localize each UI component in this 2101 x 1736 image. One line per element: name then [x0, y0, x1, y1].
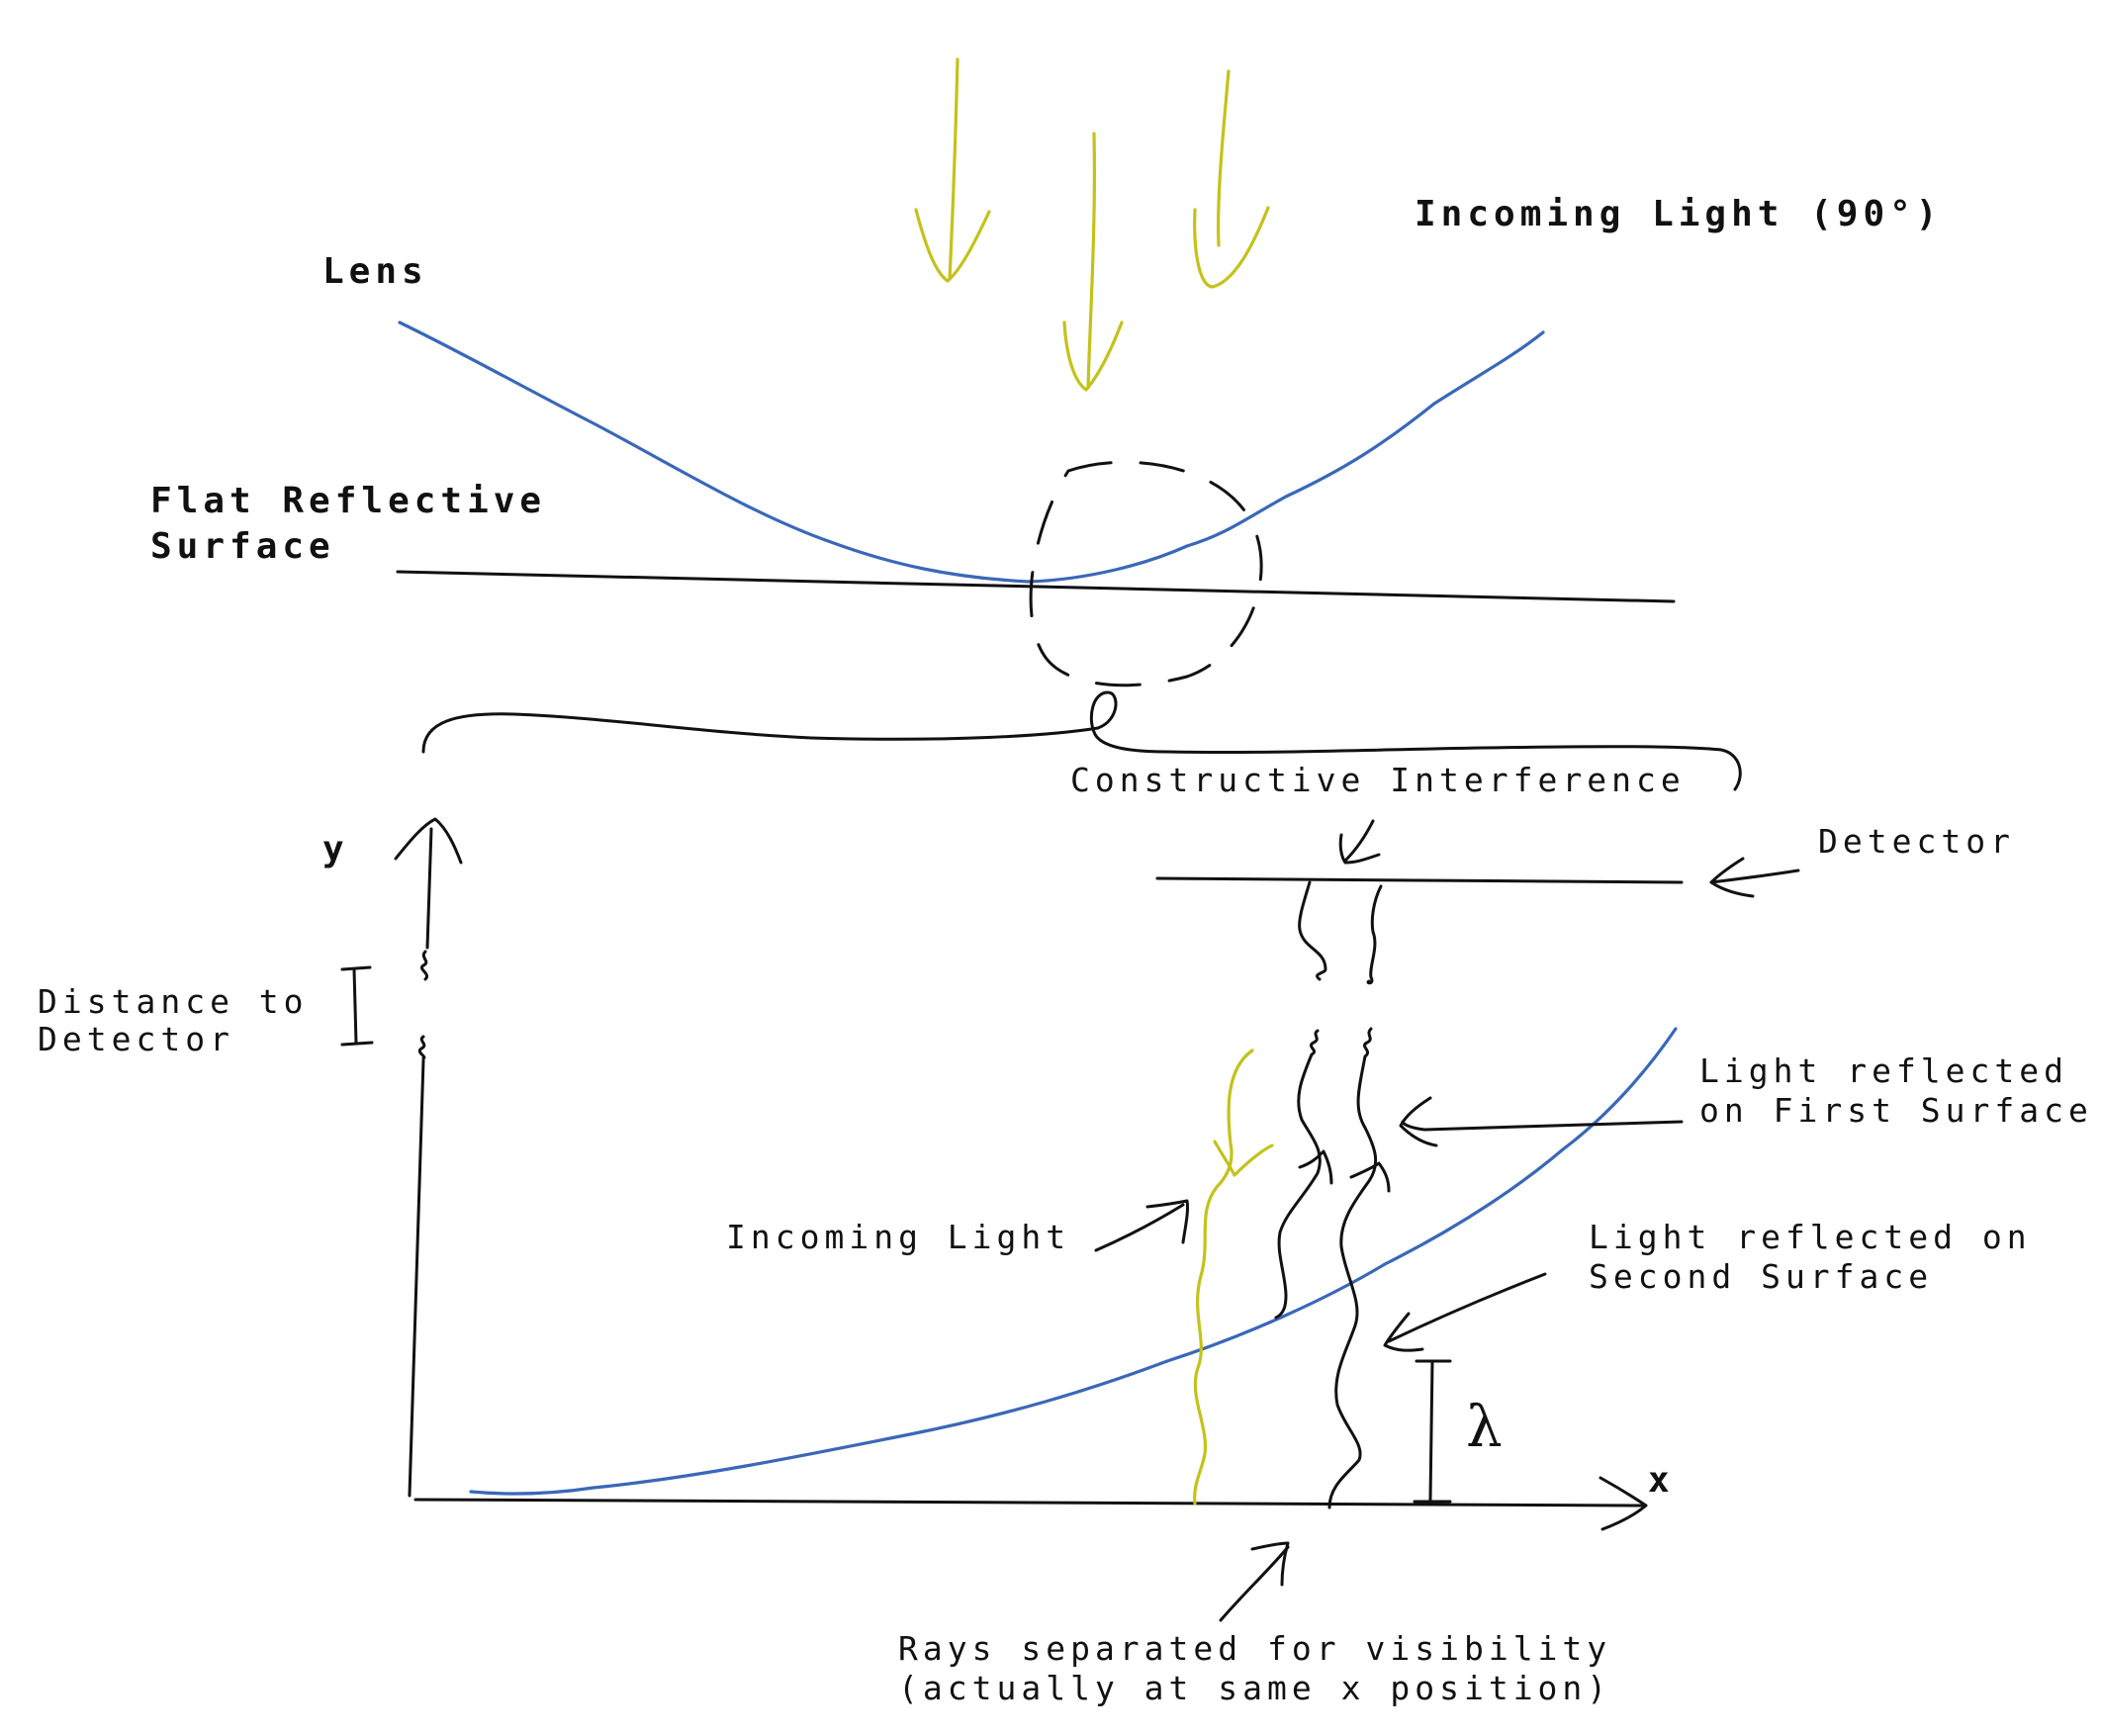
- x-axis: [413, 1476, 1648, 1531]
- lens-label: Lens: [322, 251, 428, 292]
- flat-surface-label-line1: Flat Reflective: [150, 481, 546, 521]
- y-axis: [394, 817, 463, 1498]
- y-axis-break-top: [420, 950, 428, 981]
- lens-curve: [398, 320, 1545, 584]
- note-label-line1: Rays separated for visibility: [898, 1629, 1611, 1668]
- second-surface-label-line2: Second Surface: [1589, 1257, 1933, 1296]
- x-axis-label: x: [1648, 1460, 1675, 1501]
- incoming-light-arrow-left: [948, 57, 959, 281]
- incoming-light-lower-arrow: [1094, 1199, 1189, 1252]
- incoming-light-wave: [1193, 1049, 1254, 1506]
- y-axis-arrowhead: [394, 817, 463, 865]
- second-surface-ray: [1327, 884, 1391, 1509]
- incoming-light-arrowhead-middle: [1062, 320, 1124, 392]
- incoming-light-lower-label: Incoming Light: [726, 1218, 1070, 1256]
- first-surface-label-line1: Light reflected: [1699, 1051, 2068, 1090]
- note-arrow: [1219, 1541, 1290, 1622]
- flat-reflective-surface-line: [396, 570, 1676, 603]
- first-surface-label-line2: on First Surface: [1699, 1091, 2093, 1130]
- flat-surface-label-line2: Surface: [150, 526, 335, 567]
- x-axis-arrowhead: [1599, 1476, 1648, 1531]
- detector-label: Detector: [1818, 822, 2015, 861]
- zoom-circle: [1029, 460, 1263, 687]
- zoom-brace: [421, 690, 1742, 791]
- note-label-line2: (actually at same x position): [898, 1669, 1611, 1707]
- incoming-light-arrowhead-right: [1193, 206, 1270, 289]
- first-surface-arrow: [1399, 1096, 1684, 1147]
- lens-surface-curve: [469, 1027, 1678, 1496]
- incoming-light-arrow-middle: [1086, 132, 1096, 390]
- detector-arrow: [1709, 857, 1800, 898]
- constructive-interference-arrow: [1338, 819, 1381, 865]
- second-surface-label-line1: Light reflected on: [1589, 1218, 2032, 1256]
- distance-label-line2: Detector: [38, 1020, 234, 1058]
- incoming-light-arrows: [914, 57, 1270, 392]
- wavelength-label: λ: [1466, 1393, 1503, 1460]
- y-axis-break-bottom: [417, 1035, 426, 1060]
- incoming-light-top-label: Incoming Light (90°): [1415, 194, 1942, 234]
- y-axis-label: y: [322, 829, 349, 869]
- incoming-light-arrow-right: [1217, 69, 1231, 247]
- distance-label-line1: Distance to: [38, 982, 309, 1021]
- wavelength-marker: [1413, 1359, 1452, 1504]
- incoming-light-arrowhead-left: [914, 208, 991, 283]
- distance-marker: [340, 965, 374, 1047]
- incoming-light-wave-arrowhead: [1213, 1140, 1274, 1177]
- detector-line: [1155, 876, 1684, 884]
- first-surface-ray: [1274, 880, 1333, 1320]
- constructive-interference-label: Constructive Interference: [1070, 761, 1686, 799]
- second-surface-arrow: [1383, 1272, 1547, 1352]
